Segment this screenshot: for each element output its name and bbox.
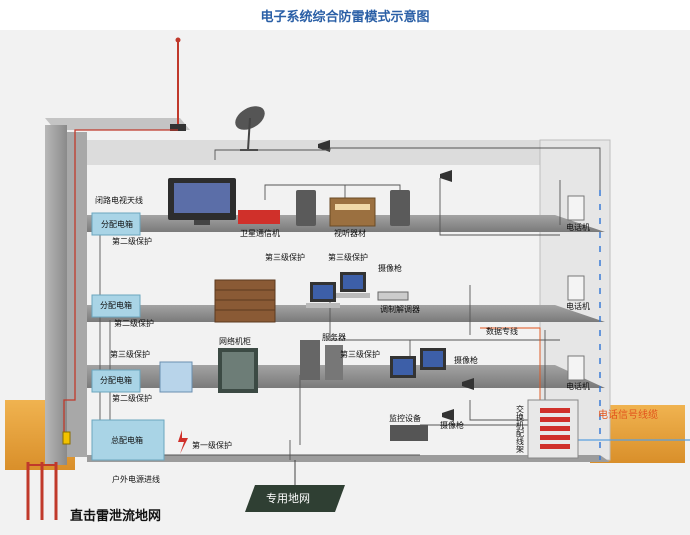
- lightning-rod-tip: [175, 37, 181, 43]
- modem-rack: [214, 279, 276, 323]
- label-distribution-box-top: 分配电箱: [101, 219, 133, 229]
- label-data-line: 数据专线: [486, 326, 518, 336]
- speaker-left: [296, 190, 316, 226]
- computer-4: [420, 348, 446, 370]
- down-conductor: [63, 129, 178, 440]
- left-inner-wall: [67, 132, 87, 457]
- label-camera-low: 摄像枪: [440, 420, 464, 430]
- speaker-right: [390, 190, 410, 226]
- telephone-3-icon: [567, 355, 585, 381]
- computer-2: [336, 272, 370, 298]
- label-camera-top: 摄像枪: [378, 263, 402, 273]
- label-telephone-3: 电话机: [566, 381, 590, 391]
- label-modem: 调制解调器: [380, 304, 420, 314]
- label-telephone-2: 电话机: [566, 301, 590, 311]
- rod-base: [170, 124, 186, 131]
- floor-2: [87, 305, 605, 322]
- modem-device: [377, 291, 409, 301]
- label-direct-lightning-ground: 直击雷泄流地网: [70, 508, 161, 524]
- label-level2-protection-top: 第二级保护: [112, 236, 152, 246]
- label-level3-protection-left: 第三级保护: [110, 349, 150, 359]
- horn-speaker-1: [318, 140, 330, 152]
- main-power-box: [91, 419, 165, 461]
- floor-1: [87, 365, 605, 388]
- label-level3-protection-server: 第三级保护: [340, 349, 380, 359]
- camera-mid-icon: [462, 378, 474, 390]
- left-outer-wall: [45, 125, 67, 465]
- computer-3: [390, 356, 416, 378]
- monitor-equipment-box: [390, 425, 428, 441]
- audio-equipment-box: [329, 197, 376, 227]
- ups-unit: [159, 361, 193, 393]
- label-phone-signal-cable: 电话信号线缆: [598, 408, 658, 421]
- label-camera-mid: 摄像枪: [454, 355, 478, 365]
- computer-1: [306, 282, 340, 308]
- label-level1-protection: 第一级保护: [192, 440, 232, 450]
- dedicated-ground-plate: [245, 485, 345, 512]
- lightning-symbol: [178, 430, 188, 454]
- label-switchboard: 交换机配线架: [516, 404, 525, 454]
- label-main-box: 总配电箱: [111, 435, 143, 445]
- label-outdoor-power-line: 户外电源进线: [112, 474, 160, 484]
- label-level3-protection-a: 第三级保护: [265, 252, 305, 262]
- label-monitor-equipment: 监控设备: [389, 413, 421, 423]
- label-audio-equipment: 视听器材: [334, 228, 366, 238]
- satellite-receiver-box: [238, 210, 280, 224]
- label-dedicated-ground: 专用地网: [266, 491, 310, 505]
- distribution-box-mid: [91, 294, 141, 318]
- server-tower-2: [325, 345, 343, 380]
- ground-clamp: [62, 431, 71, 445]
- label-cable-tv-antenna: 闭路电视天线: [95, 195, 143, 205]
- telephone-2-icon: [567, 275, 585, 301]
- distribution-box-top: [91, 212, 141, 236]
- network-cabinet: [218, 348, 258, 393]
- camera-low-icon: [442, 409, 454, 421]
- label-level2-protection-mid: 第二级保护: [114, 318, 154, 328]
- telephone-1-icon: [567, 195, 585, 221]
- label-network-cabinet: 网络机柜: [219, 336, 251, 346]
- tv-set: [168, 178, 236, 225]
- switchboard-modules: [540, 408, 570, 449]
- distribution-box-low: [91, 369, 141, 393]
- server-tower-1: [300, 340, 320, 380]
- label-satellite-receiver: 卫星通信机: [240, 228, 280, 238]
- ceiling-slab: [87, 140, 610, 165]
- label-distribution-box-low: 分配电箱: [100, 375, 132, 385]
- label-level3-protection-b: 第三级保护: [328, 252, 368, 262]
- horn-speaker-2: [440, 170, 452, 182]
- label-server: 服务器: [322, 332, 346, 342]
- label-telephone-1: 电话机: [566, 222, 590, 232]
- diagram-title: 电子系统综合防雷模式示意图: [260, 10, 430, 25]
- label-distribution-box-mid: 分配电箱: [100, 300, 132, 310]
- roof-top: [45, 118, 190, 130]
- audio-display: [335, 204, 370, 210]
- data-line: [480, 327, 541, 420]
- label-level2-protection-low: 第二级保护: [112, 393, 152, 403]
- ground-floor: [87, 455, 610, 462]
